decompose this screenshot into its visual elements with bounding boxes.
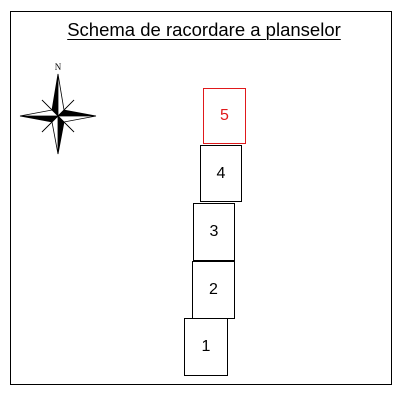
map-sheet-4[interactable]: 4 xyxy=(200,145,242,202)
north-label: N xyxy=(55,62,62,72)
map-title: Schema de racordare a planselor xyxy=(67,19,341,40)
sheet-number: 5 xyxy=(220,107,229,124)
map-frame xyxy=(10,11,392,385)
sheet-number: 1 xyxy=(201,338,211,355)
compass-rose-icon: N xyxy=(19,62,97,155)
sheet-number: 2 xyxy=(209,281,218,298)
map-sheet-1[interactable]: 1 xyxy=(184,318,228,376)
sheet-number: 4 xyxy=(216,164,226,182)
map-sheet-3[interactable]: 3 xyxy=(193,203,235,261)
sheet-number: 3 xyxy=(209,223,219,240)
map-sheet-2[interactable]: 2 xyxy=(192,261,235,319)
map-sheet-5[interactable]: 5 xyxy=(203,88,246,144)
